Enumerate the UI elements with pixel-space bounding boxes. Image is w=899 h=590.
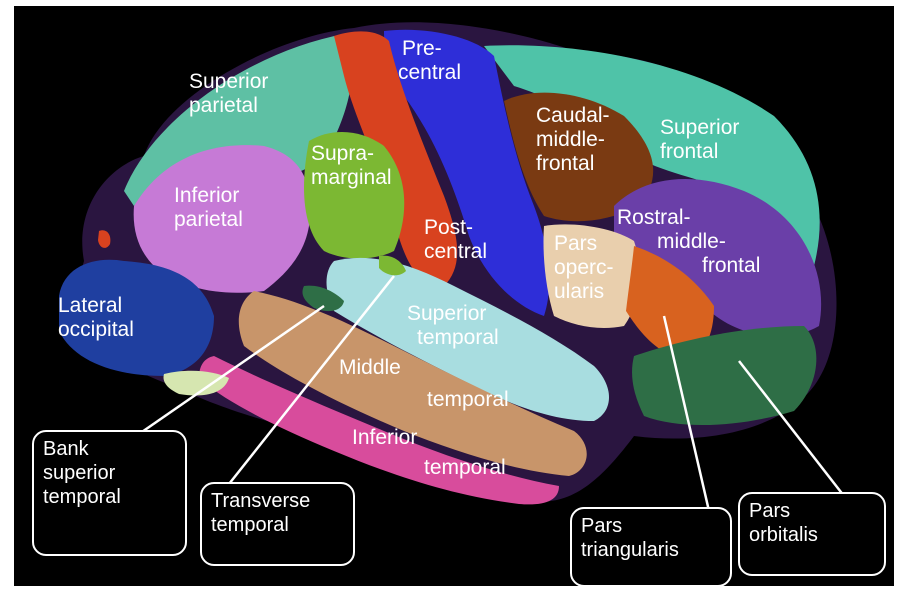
callout-line: triangularis [581, 538, 721, 562]
label-middle-temporal: Middle temporal [339, 356, 509, 412]
label-line: Superior [660, 116, 739, 140]
callout-transverse-temporal: Transverse temporal [200, 482, 355, 566]
callout-line: Bank [43, 437, 176, 461]
label-supramarginal: Supra- marginal [311, 142, 392, 190]
label-line: Superior [189, 70, 268, 94]
label-line: Caudal- [536, 104, 610, 128]
label-line: temporal [339, 388, 509, 412]
callout-bank-superior-temporal: Bank superior temporal [32, 430, 187, 556]
label-line: ularis [554, 280, 614, 304]
label-line: frontal [617, 254, 760, 278]
label-line: marginal [311, 166, 392, 190]
label-line: Pre- [398, 37, 461, 61]
label-postcentral: Post- central [424, 216, 487, 264]
label-line: middle- [617, 230, 760, 254]
callout-line: Transverse [211, 489, 344, 513]
label-superior-parietal: Superior parietal [189, 70, 268, 118]
label-line: frontal [536, 152, 610, 176]
label-line: parietal [189, 94, 268, 118]
brain-figure: Superior parietal Inferior parietal Supr… [14, 6, 894, 586]
label-line: Inferior [352, 426, 506, 450]
label-superior-temporal: Superior temporal [407, 302, 499, 350]
label-line: operc- [554, 256, 614, 280]
label-precentral: Pre- central [398, 37, 461, 85]
label-line: Supra- [311, 142, 392, 166]
label-line: central [424, 240, 487, 264]
label-line: parietal [174, 208, 243, 232]
label-line: Inferior [174, 184, 243, 208]
label-line: occipital [58, 318, 134, 342]
callout-pars-orbitalis: Pars orbitalis [738, 492, 886, 576]
callout-line: Pars [749, 499, 875, 523]
label-inferior-temporal: Inferior temporal [352, 426, 506, 480]
callout-line: temporal [43, 485, 176, 509]
label-line: Rostral- [617, 206, 760, 230]
callout-line: superior [43, 461, 176, 485]
label-line: Superior [407, 302, 499, 326]
label-line: Lateral [58, 294, 134, 318]
label-line: Pars [554, 232, 614, 256]
label-pars-opercularis: Pars operc- ularis [554, 232, 614, 304]
label-superior-frontal: Superior frontal [660, 116, 739, 164]
label-inferior-parietal: Inferior parietal [174, 184, 243, 232]
label-caudal-middle-frontal: Caudal- middle- frontal [536, 104, 610, 176]
label-line: Post- [424, 216, 487, 240]
callout-line: temporal [211, 513, 344, 537]
label-line: central [398, 61, 461, 85]
label-line: temporal [352, 456, 506, 480]
label-rostral-middle-frontal: Rostral- middle- frontal [617, 206, 760, 278]
label-line: temporal [407, 326, 499, 350]
label-line: frontal [660, 140, 739, 164]
label-line: Middle [339, 356, 509, 380]
callout-line: orbitalis [749, 523, 875, 547]
label-line: middle- [536, 128, 610, 152]
label-lateral-occipital: Lateral occipital [58, 294, 134, 342]
callout-pars-triangularis: Pars triangularis [570, 507, 732, 586]
callout-line: Pars [581, 514, 721, 538]
